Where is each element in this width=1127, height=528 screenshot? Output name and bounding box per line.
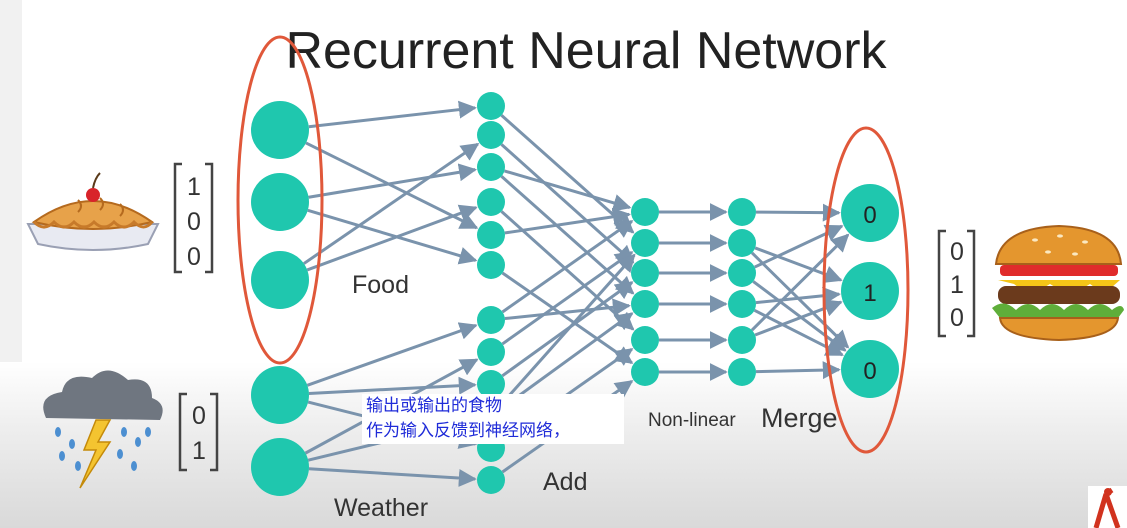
weather-label: Weather [334,494,428,522]
merge-arrow-1 [755,203,841,222]
add-to-nonlinear-arrow-7 [501,219,634,314]
add-label: Add [543,468,587,496]
diagram-title: Recurrent Neural Network [285,22,887,80]
food-input-highlight [236,35,324,365]
input-to-add-arrow-7 [308,376,477,395]
merge-layer-node-4 [728,290,756,318]
output-vector-value-2: 1 [950,271,964,299]
add-to-nonlinear-arrow-13 [504,169,632,212]
merge-label: Merge [761,403,838,433]
add-to-nonlinear-arrow-2 [500,143,635,264]
nonlinear-layer-node-2 [631,229,659,257]
food-input-node-1 [251,101,309,159]
nonlinear-layer-node-4 [631,290,659,318]
subtitle-line-2: 作为输入反馈到神经网络， [366,421,570,441]
output-vector-value-3: 0 [950,304,964,332]
weather-vector-value-1: 0 [192,402,206,430]
add-layer-node-7 [477,306,505,334]
add-to-nonlinear-arrow-10 [501,312,634,409]
add-layer-node-3 [477,153,505,181]
merge-arrow-3 [754,224,844,269]
input-to-add-arrow-10 [308,467,477,488]
output-highlight [822,126,910,454]
merge-arrow-6 [750,233,850,332]
food-vector-value-3: 0 [187,243,201,271]
merge-layer-node-1 [728,198,756,226]
output-node-1 [841,184,899,242]
weather-input-node-2 [251,438,309,496]
add-to-nonlinear-arrow-3 [500,175,635,295]
merge-layer-node-5 [728,326,756,354]
food-vector: 1 0 0 [173,162,214,274]
merge-arrow-8 [755,361,841,380]
merge-arrow-7 [754,299,843,337]
input-to-add-arrow-6 [306,204,478,272]
food-input-node-3 [251,251,309,309]
hamburger-icon [992,224,1124,342]
output-vector: 0 1 0 [937,229,976,338]
output-node-3 [841,340,899,398]
add-to-nonlinear-arrow-15 [504,298,631,321]
merge-layer-node-6 [728,358,756,386]
food-vector-value-1: 1 [187,173,201,201]
input-to-add-arrow-4 [307,208,478,265]
neuron-nodes [251,92,899,496]
output-node-value-2: 1 [863,280,876,307]
bottom-gradient-band [0,362,1127,528]
input-to-add-arrow-3 [308,163,477,199]
merge-arrow-5 [755,286,841,305]
food-vector-value-2: 0 [187,208,201,236]
output-node-value-3: 0 [863,358,876,385]
add-layer-node-8 [477,338,505,366]
weather-input-node-1 [251,366,309,424]
add-to-nonlinear-arrow-5 [504,207,631,235]
add-layer-node-5 [477,221,505,249]
pie-icon [26,172,160,251]
food-input-node-2 [251,173,309,231]
nonlinear-layer-node-6 [631,358,659,386]
output-node-2 [841,262,899,320]
output-node-value-1: 0 [863,202,876,229]
add-layer-node-6 [477,251,505,279]
add-to-nonlinear-arrow-1 [500,114,635,234]
add-layer-node-12 [477,466,505,494]
merge-layer-node-3 [728,259,756,287]
nonlinear-layer-node-1 [631,198,659,226]
food-label: Food [352,271,409,299]
storm-cloud-icon [43,370,163,489]
add-to-nonlinear-arrow-6 [501,271,634,365]
input-to-add-arrow-11 [306,322,478,387]
input-to-add-arrow-1 [308,100,477,129]
merge-arrow-2 [750,251,850,349]
output-vector-value-1: 0 [950,238,964,266]
subtitle-overlay: 输出或输出的食物 作为输入反馈到神经网络， [362,394,624,444]
input-to-add-arrow-5 [303,142,480,265]
add-layer-node-2 [477,121,505,149]
nonlinear-layer-node-5 [631,326,659,354]
nonlinear-layer-node-3 [631,259,659,287]
corner-logo-icon [1088,486,1127,528]
add-layer-node-1 [477,92,505,120]
weather-vector-value-2: 1 [192,437,206,465]
input-to-add-arrow-2 [305,141,479,230]
nonlinear-label: Non-linear [648,410,736,431]
merge-layer-node-2 [728,229,756,257]
add-to-nonlinear-arrow-14 [499,253,636,407]
add-to-nonlinear-arrow-8 [501,251,634,346]
weather-vector: 0 1 [178,392,219,472]
merge-arrow-4 [752,280,847,352]
add-layer-node-4 [477,188,505,216]
merge-arrow-9 [754,246,843,283]
add-layer-node-9 [477,370,505,398]
subtitle-line-1: 输出或输出的食物 [366,396,502,416]
